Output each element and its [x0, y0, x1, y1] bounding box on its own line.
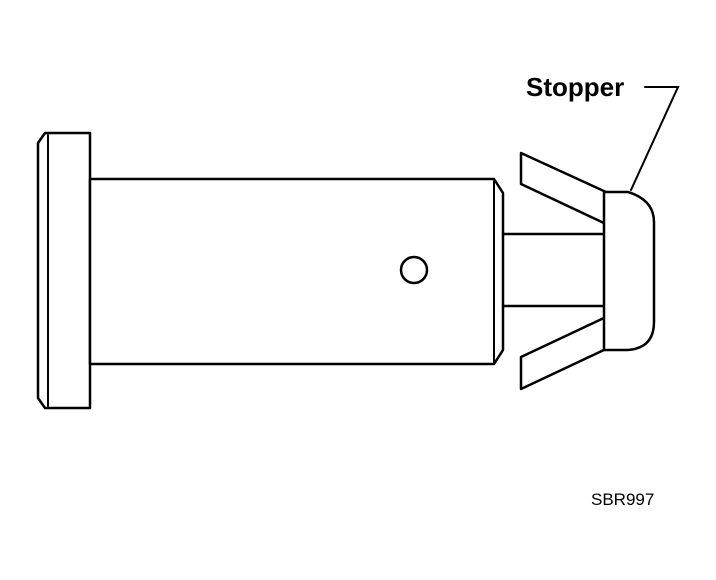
figure-code: SBR997 [591, 490, 654, 509]
shaft-hole [399, 255, 429, 285]
clip-shaft [88, 177, 505, 366]
stopper-leader-line [630, 86, 680, 191]
tip-stem [501, 232, 608, 308]
lower-prong [519, 315, 608, 391]
stopper-cap [602, 190, 656, 352]
stopper-label: Stopper [526, 72, 624, 102]
upper-prong [519, 151, 608, 226]
head-flange [36, 131, 92, 410]
